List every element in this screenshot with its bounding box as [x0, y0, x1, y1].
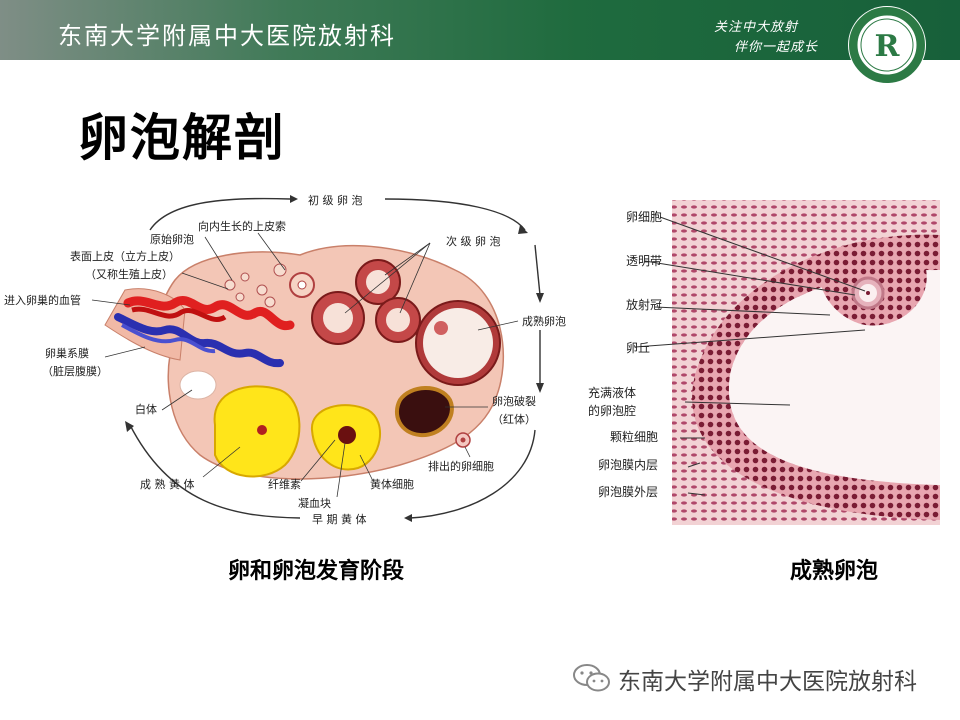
header-bar: 东南大学附属中大医院放射科 关注中大放射 伴你一起成长 — [0, 0, 960, 60]
label-fibrin: 纤维素 — [268, 478, 301, 491]
ovary-development-diagram: 初 级 卵 泡 向内生长的上皮索 原始卵泡 表面上皮（立方上皮） （又称生殖上皮… — [0, 185, 590, 530]
label-antrum-1: 充满液体 — [588, 385, 636, 400]
label-follicle-rupture: 卵泡破裂 — [492, 394, 536, 408]
label-ovary-vessels: 进入卵巢的血管 — [4, 293, 81, 307]
corpus-luteum-mature-shape — [215, 386, 300, 476]
label-granulosa: 颗粒细胞 — [610, 429, 658, 444]
label-germinal-epithelium: （又称生殖上皮） — [85, 267, 173, 281]
label-corona-radiata: 放射冠 — [626, 297, 662, 312]
label-secondary-follicle: 次 级 卵 泡 — [446, 234, 501, 248]
label-early-corpus-luteum: 早 期 黄 体 — [312, 512, 367, 526]
label-oocyte: 卵细胞 — [626, 210, 662, 224]
label-cumulus: 卵丘 — [626, 341, 650, 355]
slogan-line-1: 关注中大放射 — [714, 16, 798, 35]
footer-watermark: 东南大学附属中大医院放射科 — [618, 662, 917, 696]
label-mature-follicle: 成熟卵泡 — [522, 314, 566, 328]
logo-emblem-icon: R — [848, 6, 926, 84]
ruptured-follicle-shape — [397, 388, 452, 435]
label-lutein-cells: 黄体细胞 — [370, 477, 414, 491]
label-surface-epithelium: 表面上皮（立方上皮） — [70, 249, 180, 263]
label-primordial-follicle: 原始卵泡 — [150, 232, 194, 246]
label-expelled-oocyte: 排出的卵细胞 — [428, 459, 494, 473]
label-inward-epithelium: 向内生长的上皮索 — [198, 219, 286, 233]
label-corpus-rubrum: （红体） — [492, 412, 536, 426]
label-zona-pellucida: 透明带 — [626, 254, 662, 268]
caption-left: 卵和卵泡发育阶段 — [228, 553, 404, 585]
label-antrum-2: 的卵泡腔 — [588, 403, 636, 418]
label-mature-corpus-luteum: 成 熟 黄 体 — [140, 477, 195, 491]
wechat-icon — [572, 662, 612, 694]
logo-letter: R — [875, 29, 901, 64]
header-title: 东南大学附属中大医院放射科 — [58, 16, 396, 51]
label-blood-clot: 凝血块 — [298, 496, 331, 510]
label-theca-interna: 卵泡膜内层 — [598, 458, 658, 472]
caption-right: 成熟卵泡 — [790, 553, 878, 585]
label-primary-follicle: 初 级 卵 泡 — [308, 193, 363, 207]
label-visceral-peritoneum: （脏层腹膜） — [42, 364, 108, 378]
slide-title: 卵泡解剖 — [78, 98, 286, 170]
label-theca-externa: 卵泡膜外层 — [598, 485, 658, 499]
slogan-line-2: 伴你一起成长 — [734, 36, 818, 55]
label-mesovarium: 卵巢系膜 — [45, 347, 89, 360]
mature-follicle-micrograph: 卵细胞 透明带 放射冠 卵丘 充满液体 的卵泡腔 颗粒细胞 卵泡膜内层 卵泡膜外… — [580, 195, 945, 530]
label-corpus-albicans: 白体 — [135, 402, 157, 416]
hospital-logo: R — [848, 6, 926, 84]
